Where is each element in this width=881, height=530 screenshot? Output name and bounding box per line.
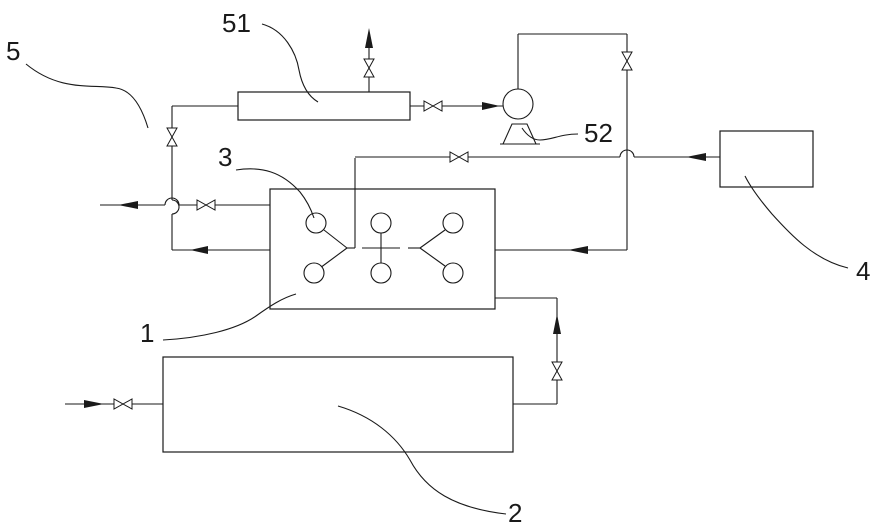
valve-icon [197, 200, 215, 210]
arrow-icon [190, 246, 208, 254]
valve-icon [424, 101, 442, 111]
nozzle-circle [371, 213, 391, 233]
reactor-box [270, 189, 495, 309]
valve-icon [450, 152, 468, 162]
label-condenser: 51 [222, 8, 251, 38]
label-vacuum-pump: 52 [584, 118, 613, 148]
tank-box [163, 357, 513, 452]
label-tank: 2 [508, 498, 522, 528]
valve-icon [167, 128, 177, 146]
condenser-box [238, 92, 410, 120]
label-reactor: 1 [140, 318, 154, 348]
label-supply: 4 [856, 256, 870, 286]
nozzle-circle [443, 213, 463, 233]
arrow-icon [568, 246, 588, 254]
arrow-icon [365, 28, 373, 48]
valve-icon [114, 399, 132, 409]
valve-icon [622, 52, 632, 70]
label-recovery-unit: 5 [6, 36, 20, 66]
arrow-icon [686, 153, 706, 161]
arrow-icon [553, 314, 561, 334]
label-nozzle: 3 [218, 142, 232, 172]
vacuum-pump [500, 89, 540, 144]
valve-icon [552, 362, 562, 380]
arrow-icon [118, 201, 138, 209]
valve-icon [364, 59, 374, 77]
nozzle-circle [443, 263, 463, 283]
arrow-icon [482, 102, 500, 110]
supply-box [720, 131, 813, 187]
nozzle-circle [371, 263, 391, 283]
nozzle-circle [304, 263, 324, 283]
nozzle-circle [306, 213, 326, 233]
arrow-icon [84, 400, 104, 408]
